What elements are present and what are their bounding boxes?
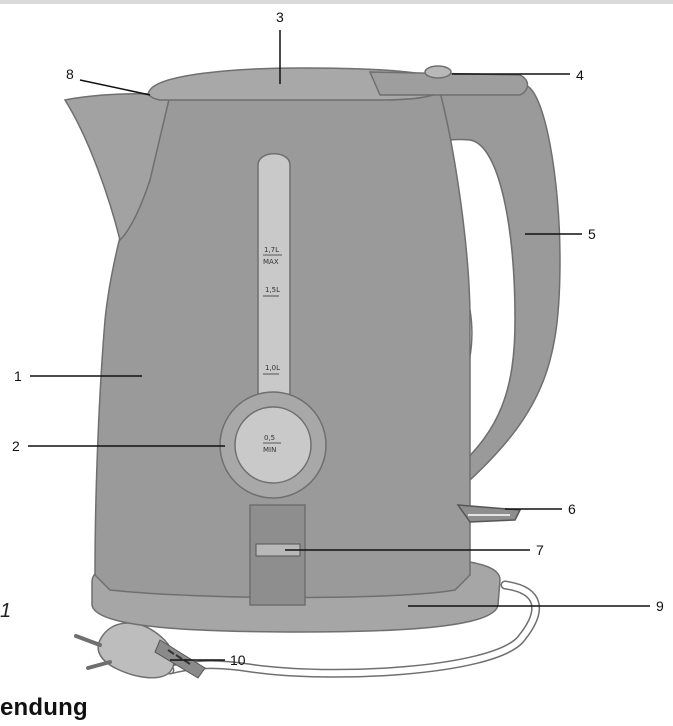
scale-mark-10: 1,0L (265, 364, 280, 372)
callout-3: 3 (276, 9, 284, 25)
top-rule (0, 0, 673, 4)
figure-label: 1 (0, 600, 12, 622)
scale-max-value: 1,7L (264, 246, 279, 254)
callout-lines (28, 30, 650, 661)
water-level-window (257, 153, 291, 401)
kettle-spout (63, 93, 171, 242)
scale-min-value: 0,5 (264, 434, 275, 442)
water-scale: 1,7L MAX 1,5L 1,0L 0,5 MIN (263, 246, 282, 454)
callout-9: 9 (656, 598, 664, 614)
callout-4: 4 (576, 67, 584, 83)
leader-8 (79, 79, 151, 96)
power-plug (74, 622, 206, 679)
section-heading: endung (0, 694, 88, 721)
callout-2: 2 (12, 438, 20, 454)
callout-7: 7 (536, 542, 544, 558)
callout-5: 5 (588, 226, 596, 242)
callout-6: 6 (568, 501, 576, 517)
scale-mark-15: 1,5L (265, 286, 280, 294)
scale-max-word: MAX (263, 258, 279, 266)
lid-release-button (424, 65, 452, 79)
callout-1: 1 (14, 368, 22, 384)
callout-8: 8 (66, 66, 74, 82)
lid-hinge (368, 71, 529, 96)
water-window-dial (234, 406, 312, 484)
callout-10: 10 (230, 652, 246, 668)
scale-min-word: MIN (263, 446, 276, 454)
on-off-switch (456, 504, 522, 523)
